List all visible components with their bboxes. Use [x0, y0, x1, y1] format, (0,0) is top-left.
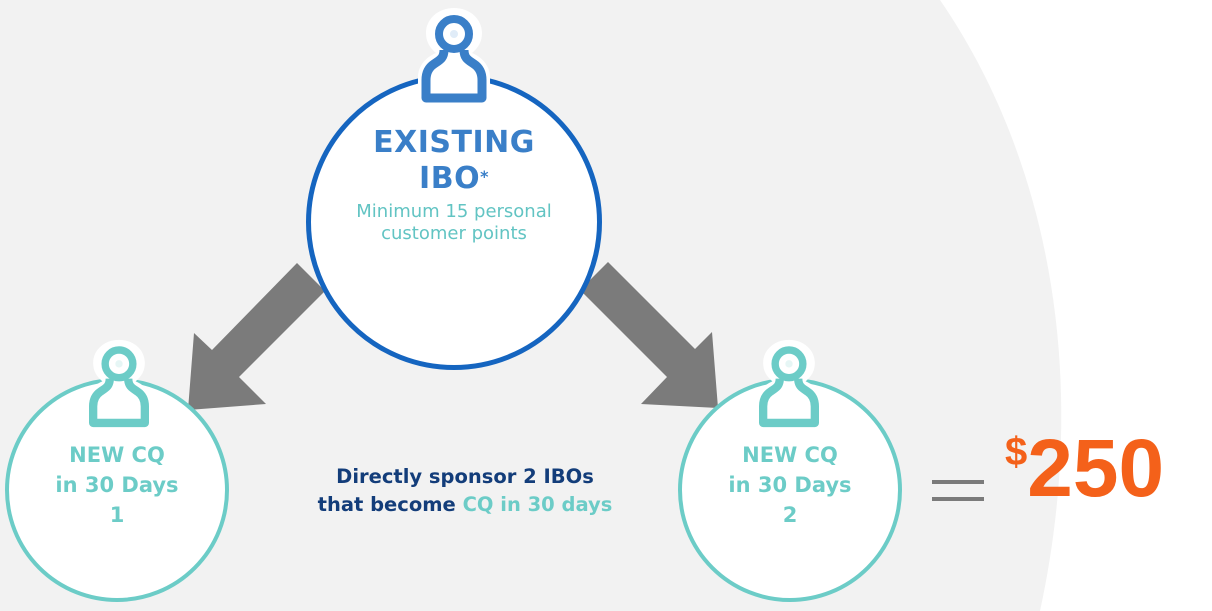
- currency-symbol: $: [1005, 430, 1028, 474]
- existing-ibo-node: EXISTING IBO* Minimum 15 personal custom…: [306, 74, 602, 370]
- existing-title-line1: EXISTING: [373, 125, 535, 160]
- existing-ibo-text: EXISTING IBO* Minimum 15 personal custom…: [311, 125, 597, 245]
- sponsor-line2-prefix: that become: [317, 493, 463, 516]
- new-cq-2-line3: 2: [782, 503, 798, 527]
- person-icon: [418, 8, 490, 106]
- footnote-mark: *: [480, 167, 489, 186]
- existing-title-line2: IBO: [419, 161, 481, 196]
- new-cq-1-line1: NEW CQ: [69, 443, 165, 467]
- new-cq-1-line3: 1: [109, 503, 125, 527]
- reward-amount: $250: [1005, 428, 1164, 510]
- sponsor-instruction: Directly sponsor 2 IBOs that become CQ i…: [255, 463, 675, 519]
- new-cq-2-line2: in 30 Days: [728, 473, 852, 497]
- person-icon: [755, 339, 823, 431]
- sponsor-line2-accent: CQ in 30 days: [462, 493, 613, 516]
- new-cq-2-line1: NEW CQ: [742, 443, 838, 467]
- person-icon: [85, 339, 153, 431]
- amount-value: 250: [1027, 423, 1165, 514]
- existing-requirement: Minimum 15 personal customer points: [356, 201, 552, 244]
- arrow-left-icon: [188, 263, 325, 410]
- equals-icon: [932, 480, 984, 501]
- arrow-right-icon: [580, 262, 718, 408]
- sponsor-line1: Directly sponsor 2 IBOs: [336, 465, 594, 488]
- new-cq-node-1: NEW CQ in 30 Days 1: [5, 378, 229, 602]
- new-cq-1-line2: in 30 Days: [55, 473, 179, 497]
